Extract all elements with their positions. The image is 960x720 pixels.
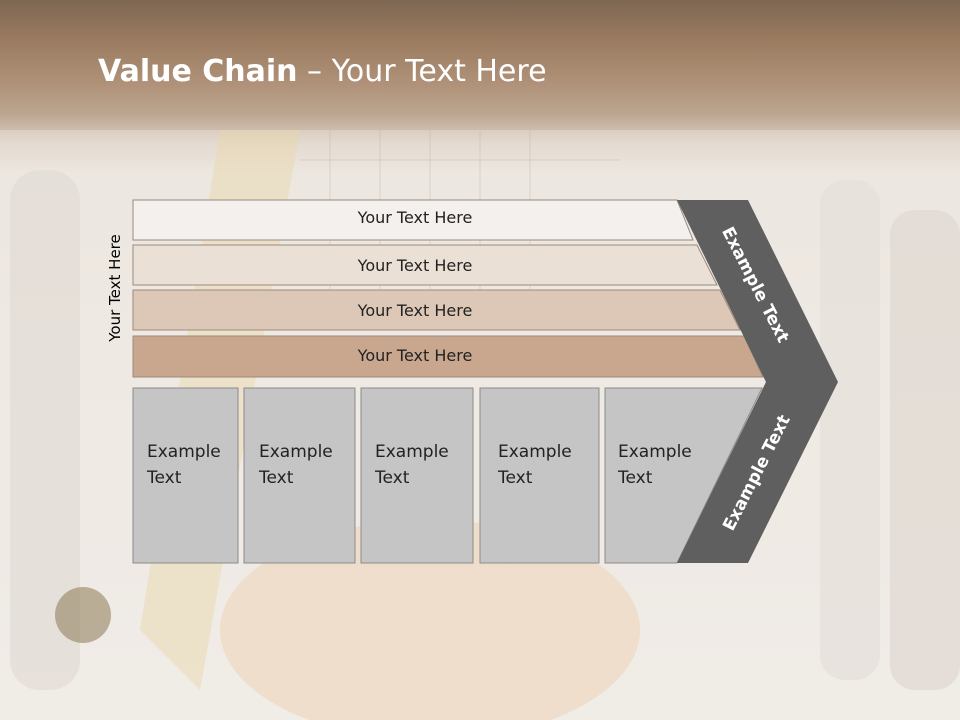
bar-2-label: Your Text Here [357,256,473,275]
bar-1-label: Your Text Here [357,208,473,227]
chevron-arrow [677,200,838,563]
box-2 [243,387,356,564]
title-rest: – Your Text Here [297,54,547,89]
box-4-line1: Example [498,442,572,462]
box-5-line2: Text [618,468,653,488]
box-3-line1: Example [375,442,449,462]
bar-4-label: Your Text Here [357,346,473,365]
box-1-line2: Text [147,468,182,488]
bar-3 [132,289,741,331]
box-1-line1: Example [147,442,221,462]
title-bold: Value Chain [98,54,298,89]
box-4-line2: Text [498,468,533,488]
bar-3-label: Your Text Here [357,301,473,320]
box-3 [360,387,474,564]
box-4 [479,387,600,564]
bar-1 [132,199,694,241]
box-5-line1: Example [618,442,692,462]
box-2-line2: Text [259,468,294,488]
box-2-line1: Example [259,442,333,462]
bar-2 [132,244,718,286]
box-1 [132,387,239,564]
bar-4 [132,335,764,378]
slide-title: Value Chain – Your Text Here [98,54,547,89]
box-3-line2: Text [375,468,410,488]
